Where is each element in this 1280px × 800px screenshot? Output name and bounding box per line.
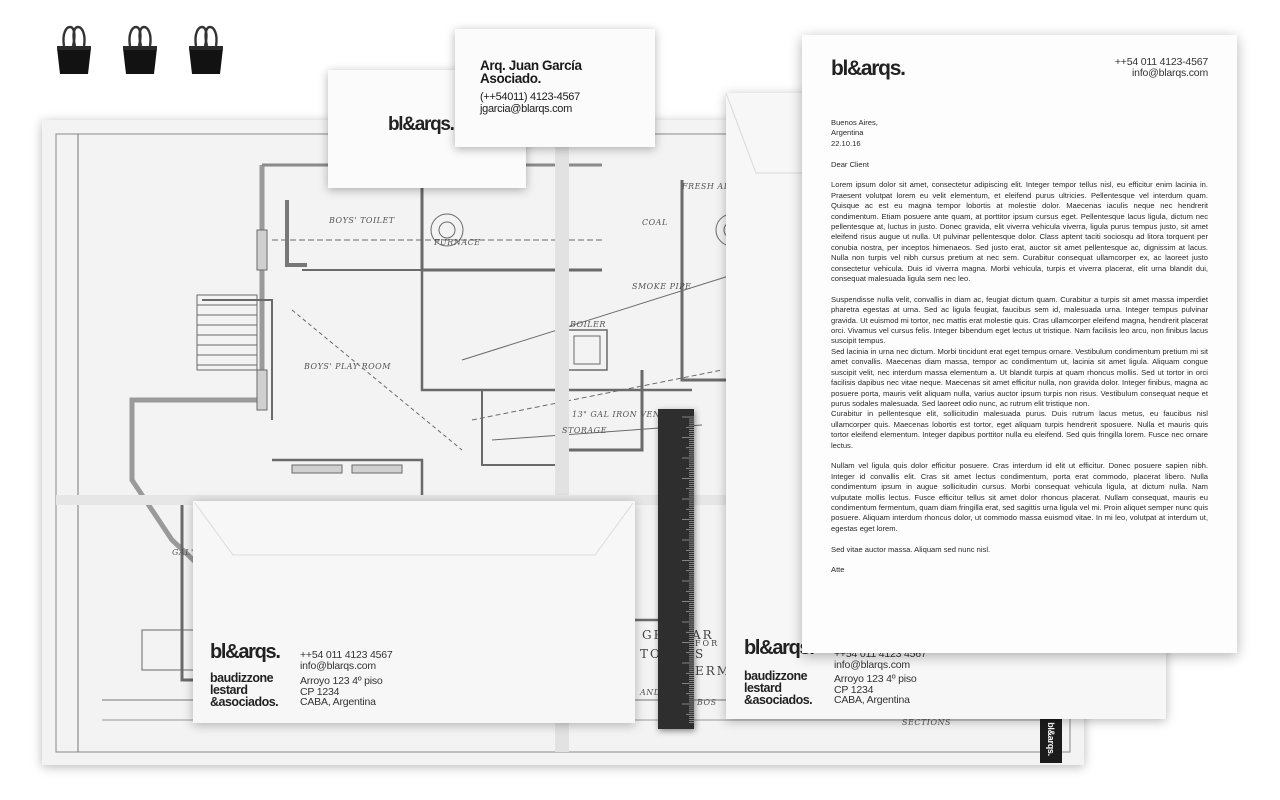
ruler-ticks <box>682 416 694 723</box>
blueprint-room-label: STORAGE <box>562 426 607 435</box>
blueprint-title-fragment: GR <box>642 628 665 642</box>
card-person-name: Arq. Juan García Asociado. <box>480 58 582 86</box>
card-contact: (++54011) 4123-4567 jgarcia@blarqs.com <box>480 91 580 115</box>
blueprint-room-label: BOYS' TOILET <box>329 216 395 225</box>
letterhead-logo: bl&arqs. <box>831 57 906 80</box>
blueprint-room-label: SMOKE PIPE <box>632 282 692 291</box>
letter-paragraph: Sed lacinia in urna nec dictum. Morbi ti… <box>831 346 1208 408</box>
binder-clip-icon <box>57 25 91 74</box>
blueprint-title-fragment: FOR <box>695 639 720 648</box>
letterhead-contact: ++54 011 4123-4567 info@blarqs.com <box>1114 56 1208 79</box>
envelope-company-name: baudizzone lestard &asociados. <box>744 669 813 707</box>
envelope-front: bl&arqs. baudizzone lestard &asociados. … <box>193 501 635 723</box>
envelope-contact: ++54 011 4123 4567 info@blarqs.com <box>834 648 927 671</box>
blueprint-room-label: FURNACE <box>434 238 481 247</box>
letter-paragraph: Sed vitae auctor massa. Aliquam sed nunc… <box>831 544 991 554</box>
blueprint-room-label: 13" GAL IRON VENT <box>572 410 667 419</box>
blueprint-room-label: BOYS' PLAY ROOM <box>304 362 391 371</box>
binder-clip-icon <box>123 25 157 74</box>
brand-tab-label: bl&arqs. <box>1046 722 1057 756</box>
letter-paragraph: Lorem ipsum dolor sit amet, consectetur … <box>831 180 1208 284</box>
card-logo: bl&arqs. <box>388 114 455 135</box>
envelope-logo: bl&arqs. <box>744 637 815 659</box>
blueprint-room-label: COAL <box>642 218 668 227</box>
blueprint-room-label: BOILER <box>570 320 606 329</box>
blueprint-room-label: FRESH AIR FLUE <box>682 182 762 191</box>
letter-paragraph: Curabitur in pellentesque elit, sollicit… <box>831 409 1208 450</box>
ruler <box>658 409 694 729</box>
envelope-contact: ++54 011 4123 4567 info@blarqs.com <box>300 649 393 672</box>
letter-paragraph: Nullam vel ligula quis dolor efficitur p… <box>831 461 1208 533</box>
envelope-logo: bl&arqs. <box>210 641 281 663</box>
blueprint-title-fragment: AR <box>692 628 714 642</box>
envelope-flap <box>194 502 634 556</box>
blueprint-title-fragment: BOS <box>697 698 717 707</box>
letter-closing: Atte <box>831 565 845 575</box>
envelope-address: Arroyo 123 4º piso CP 1234 CABA, Argenti… <box>834 673 917 706</box>
brand-tab: bl&arqs. <box>1040 715 1062 763</box>
letterhead-sheet: bl&arqs. ++54 011 4123-4567 info@blarqs.… <box>802 35 1237 653</box>
envelope-company-name: baudizzone lestard &asociados. <box>210 671 279 709</box>
blueprint-room-label: GAL'L'RY <box>172 548 214 557</box>
business-card-front: Arq. Juan García Asociado. (++54011) 412… <box>455 29 655 147</box>
letter-salutation: Dear Client <box>831 159 869 169</box>
letter-paragraph: Suspendisse nulla velit, convallis in di… <box>831 294 1208 346</box>
blueprint-title-fragment: S <box>695 647 706 661</box>
letter-place-date: Buenos Aires, Argentina 22.10.16 <box>831 118 878 148</box>
envelope-address: Arroyo 123 4º piso CP 1234 CABA, Argenti… <box>300 675 383 708</box>
letter-body: Buenos Aires, Argentina 22.10.16 Dear Cl… <box>831 118 1208 586</box>
binder-clip-icon <box>189 25 223 74</box>
blueprint-title-fragment: SECTIONS <box>902 718 951 727</box>
